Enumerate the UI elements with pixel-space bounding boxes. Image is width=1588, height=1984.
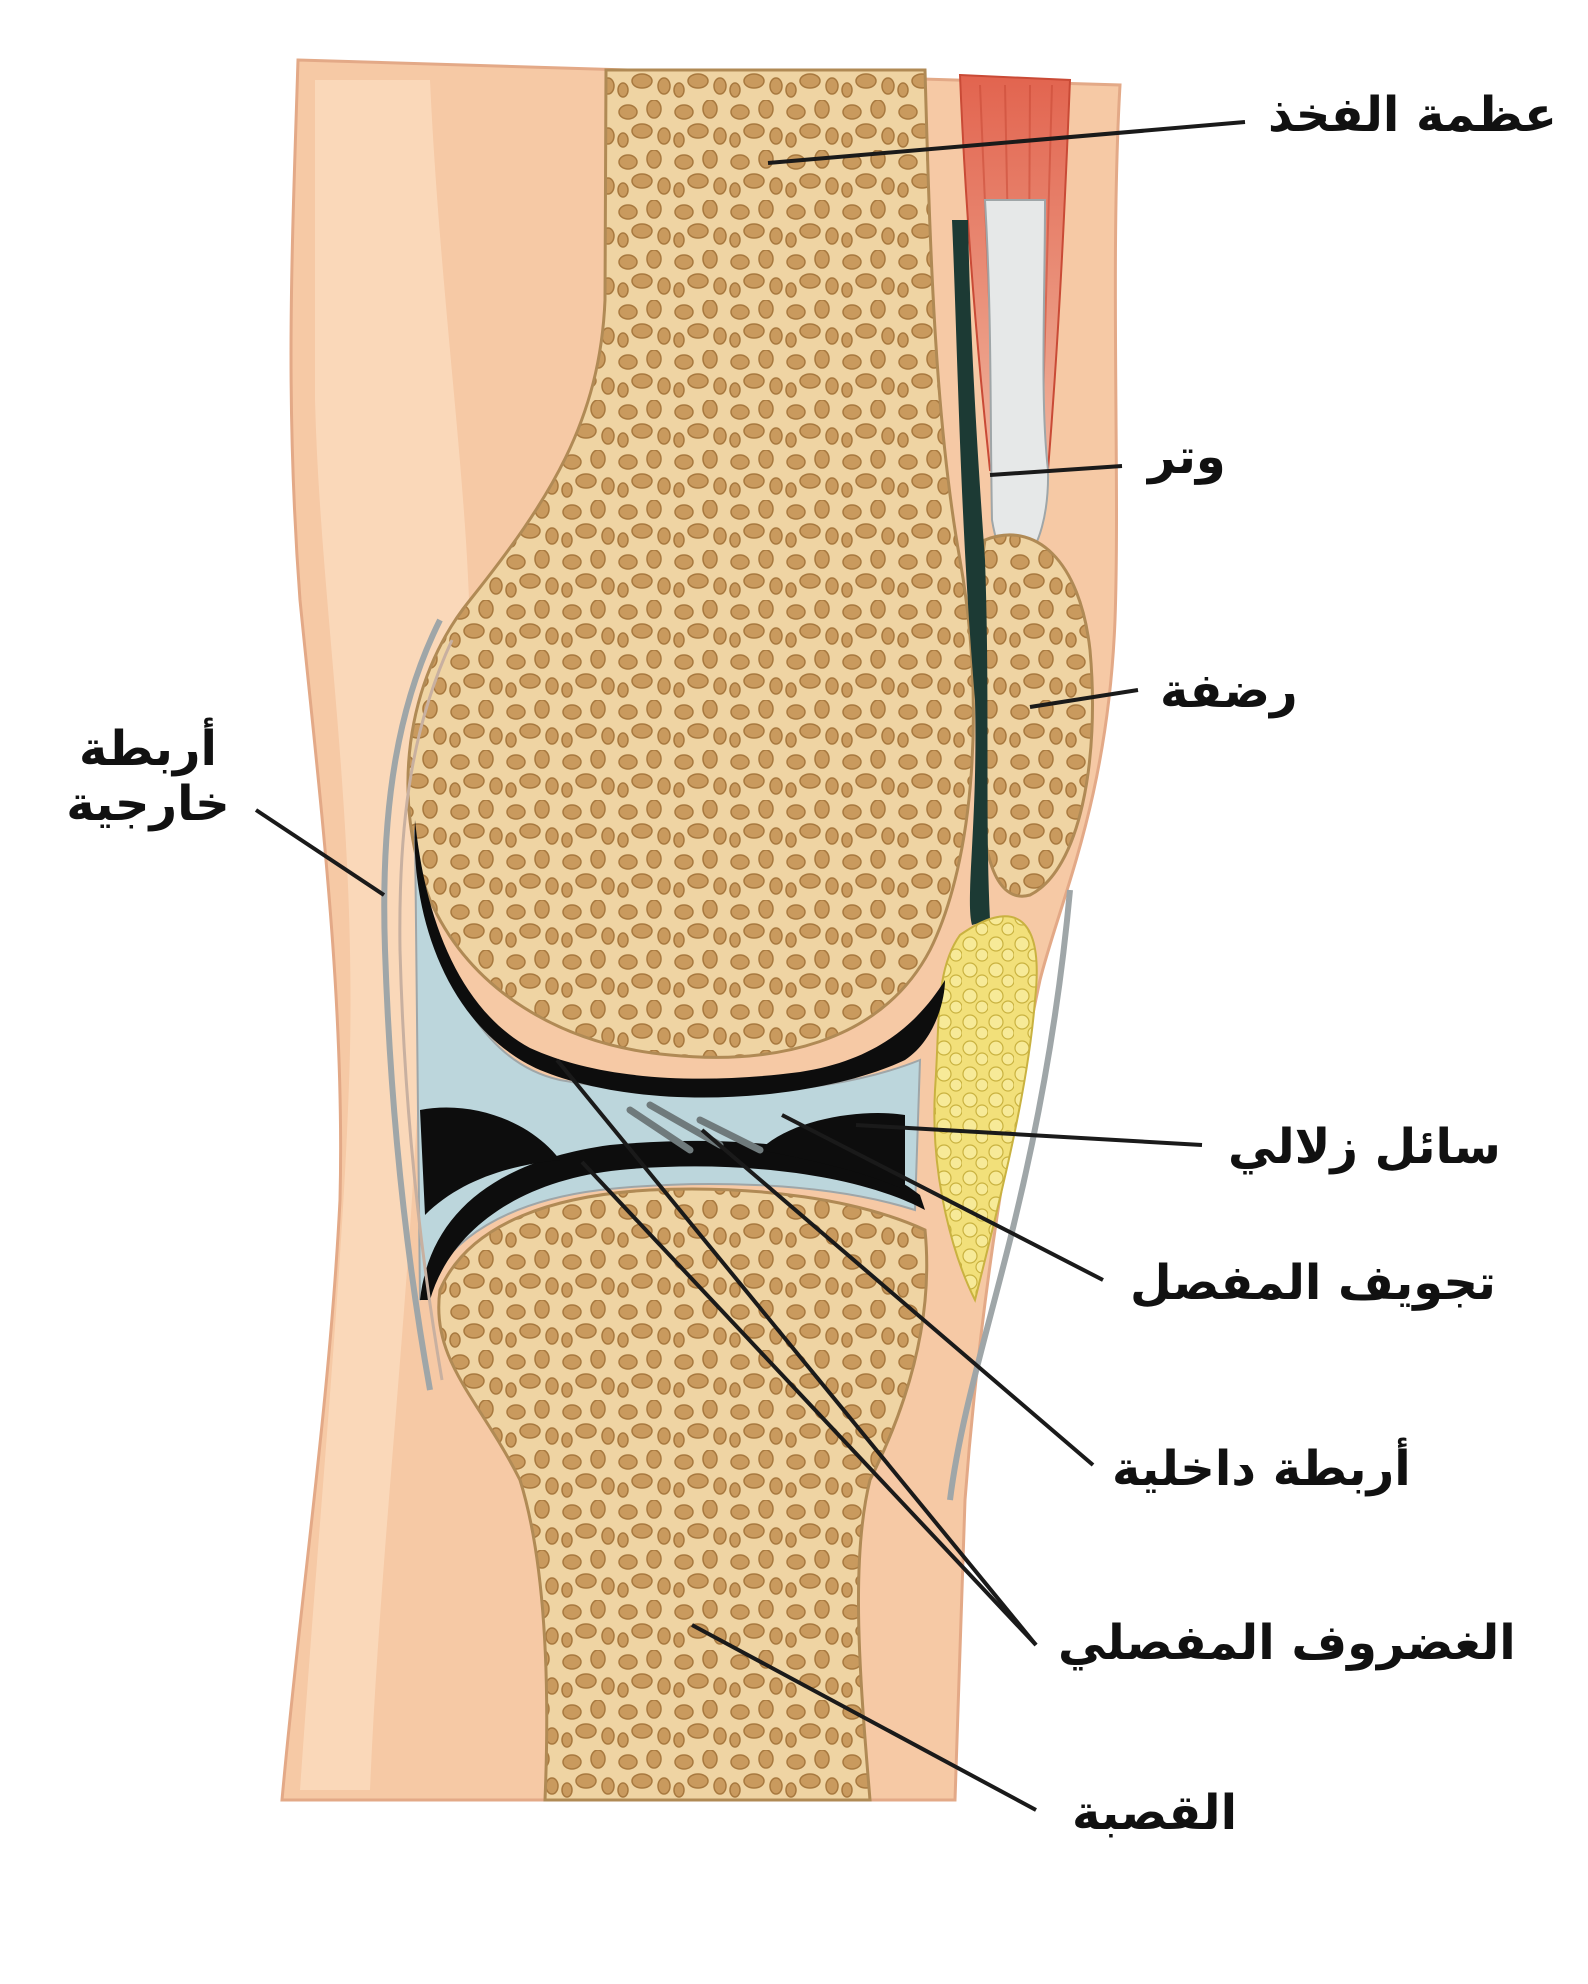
- leader-internal-ligaments: [700, 1128, 1095, 1467]
- infrapatellar-fat: [933, 915, 1038, 1303]
- tendon: [983, 199, 1050, 565]
- label-articular-cartilage: الغضروف المفصلي: [1058, 1615, 1516, 1671]
- femur-bone: [406, 68, 975, 1059]
- leader-external-ligaments: [254, 808, 386, 897]
- tibia-cartilage: [420, 1140, 925, 1300]
- meniscus-left: [420, 1107, 560, 1215]
- label-synovial-fluid: سائل زلالي: [1228, 1119, 1501, 1175]
- leader-lines: [254, 120, 1246, 1812]
- cruciate-ligaments: [626, 1101, 764, 1154]
- label-femur: عظمة الفخذ: [1268, 87, 1557, 143]
- leader-cartilage: [555, 1058, 1038, 1647]
- leader-synovial-fluid: [855, 1123, 1203, 1147]
- suprapatellar-membrane: [952, 220, 990, 925]
- leader-cartilage-2: [580, 1160, 1038, 1647]
- lateral-capsule-inner: [398, 639, 454, 1381]
- anterior-capsule: [947, 889, 1073, 1501]
- label-internal-ligaments: أربطة داخلية: [1112, 1441, 1411, 1497]
- leader-joint-cavity: [781, 1113, 1104, 1282]
- label-tibia: القصبة: [1072, 1785, 1238, 1841]
- label-external-ligaments-line2: خارجية: [66, 776, 230, 833]
- lateral-capsule: [381, 618, 443, 1391]
- label-joint-cavity: تجويف المفصل: [1130, 1255, 1496, 1311]
- label-external-ligaments-line1: أربطة: [79, 721, 217, 777]
- label-tendon: وتر: [1148, 429, 1226, 485]
- label-external-ligaments: أربطة خارجية: [52, 721, 244, 833]
- tibia-bone: [437, 1187, 929, 1802]
- leader-patella: [1029, 688, 1139, 709]
- leader-femur: [767, 120, 1246, 165]
- label-patella: رضفة: [1160, 663, 1298, 719]
- meniscus-right: [760, 1113, 905, 1190]
- leader-tibia: [691, 1623, 1037, 1812]
- leader-tendon: [989, 464, 1123, 477]
